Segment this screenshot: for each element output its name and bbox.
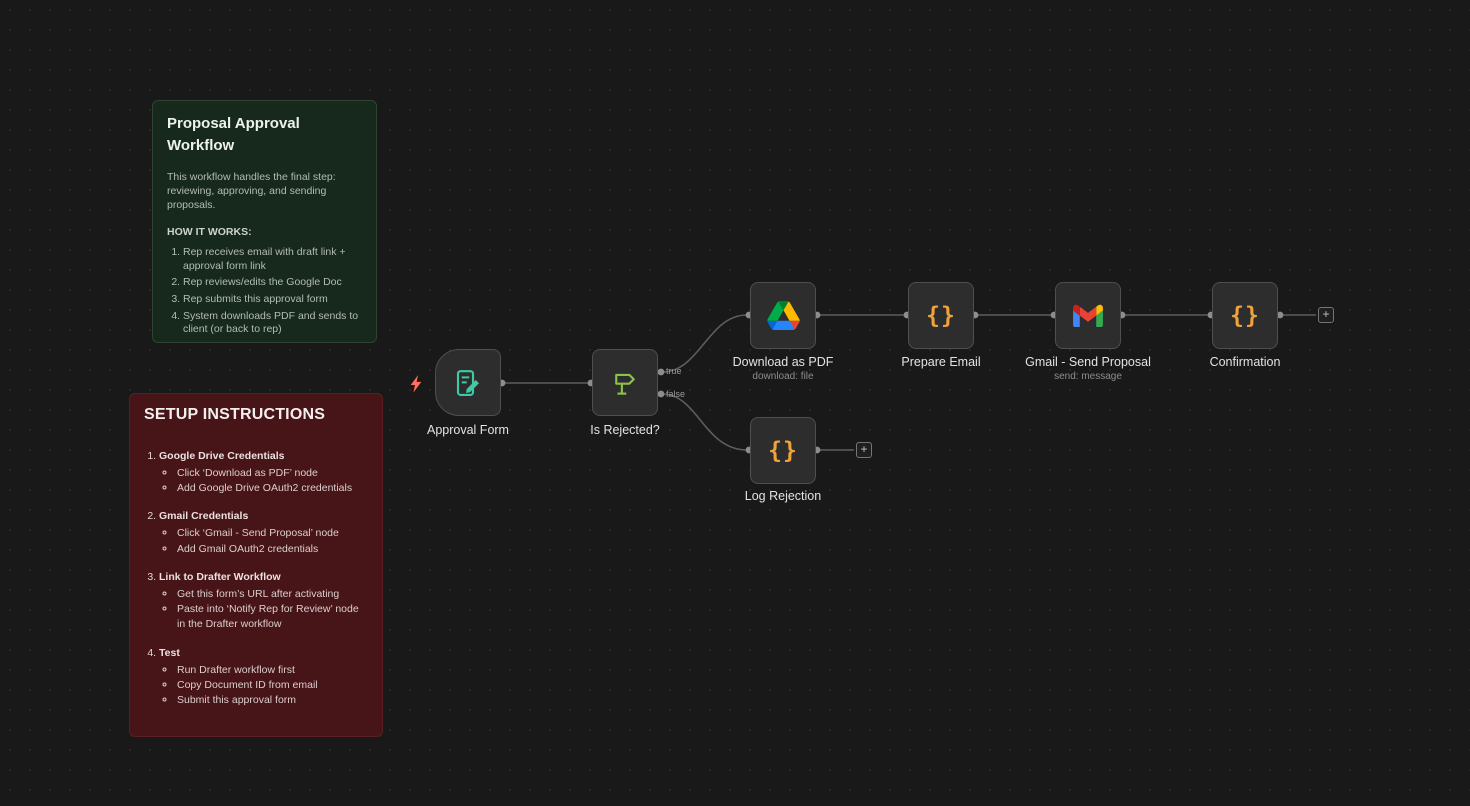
node-label-download-as-pdf: Download as PDF (732, 355, 834, 369)
code-icon: {} (768, 437, 798, 464)
gmail-icon (1073, 304, 1103, 327)
section-heading: Gmail Credentials (159, 510, 249, 523)
node-log-rejection[interactable]: {} (750, 417, 816, 484)
code-icon: {} (1230, 302, 1260, 329)
list-item: Paste into ‘Notify Rep for Review’ node … (176, 602, 368, 632)
node-subtitle: download: file (752, 371, 814, 382)
setup-list: Google Drive Credentials Click ‘Download… (144, 450, 368, 708)
node-subtitle: send: message (1054, 371, 1122, 382)
lightning-bolt-icon (410, 375, 422, 393)
node-label-log-rejection: Log Rejection (744, 489, 822, 503)
list-item: Click ‘Gmail - Send Proposal’ node (176, 526, 368, 541)
note-title: SETUP INSTRUCTIONS (144, 406, 326, 423)
if-signpost-icon (615, 373, 635, 395)
edge-label-true: true (666, 366, 682, 376)
google-drive-icon (766, 301, 800, 330)
list-item: Rep submits this approval form (183, 293, 362, 307)
how-it-works-list: Rep receives email with draft link + app… (167, 246, 362, 337)
setup-section: Link to Drafter Workflow Get this form’s… (159, 571, 368, 633)
setup-section: Google Drive Credentials Click ‘Download… (159, 450, 368, 496)
sticky-note-setup[interactable]: SETUP INSTRUCTIONS Google Drive Credenti… (129, 393, 383, 737)
list-item: Add Google Drive OAuth2 credentials (176, 481, 368, 496)
node-download-as-pdf[interactable] (750, 282, 816, 349)
section-heading: Test (159, 646, 180, 659)
code-icon: {} (926, 302, 956, 329)
form-trigger-icon (456, 369, 479, 396)
list-item: Run Drafter workflow first (176, 663, 368, 678)
edge-label-false: false (666, 389, 686, 399)
list-item: Add Gmail OAuth2 credentials (176, 542, 368, 557)
connection-line-false[interactable] (661, 393, 748, 451)
setup-section: Gmail Credentials Click ‘Gmail - Send Pr… (159, 510, 368, 556)
list-item: Rep receives email with draft link + app… (183, 246, 362, 273)
add-node-button[interactable]: + (1318, 307, 1334, 323)
list-item: Submit this approval form (176, 693, 368, 708)
list-item: Rep reviews/edits the Google Doc (183, 276, 362, 290)
list-item: System downloads PDF and sends to client… (183, 310, 362, 337)
note-section-heading: HOW IT WORKS: (167, 226, 252, 239)
node-is-rejected[interactable] (592, 349, 658, 416)
node-gmail-send-proposal[interactable] (1055, 282, 1121, 349)
section-heading: Google Drive Credentials (159, 450, 285, 462)
connection-line-true[interactable] (661, 314, 748, 373)
sticky-note-workflow[interactable]: Proposal Approval Workflow This workflow… (152, 100, 377, 343)
node-label-confirmation: Confirmation (1209, 355, 1281, 369)
node-label-prepare-email: Prepare Email (901, 355, 981, 369)
output-port-true[interactable] (657, 368, 665, 376)
node-label-is-rejected: Is Rejected? (590, 423, 660, 437)
add-node-button[interactable]: + (856, 442, 872, 458)
node-confirmation[interactable]: {} (1212, 282, 1278, 349)
node-label-approval-form: Approval Form (427, 423, 509, 437)
output-port-false[interactable] (657, 390, 665, 398)
setup-section: Test Run Drafter workflow first Copy Doc… (159, 647, 368, 709)
note-title: Proposal Approval Workflow (167, 115, 300, 154)
node-approval-form[interactable] (435, 349, 501, 416)
note-body: This workflow handles the final step: re… (167, 170, 336, 211)
list-item: Copy Document ID from email (176, 678, 368, 693)
list-item: Get this form’s URL after activating (176, 587, 368, 602)
list-item: Click ‘Download as PDF’ node (176, 466, 368, 481)
section-heading: Link to Drafter Workflow (159, 570, 281, 583)
node-label-gmail: Gmail - Send Proposal (1025, 355, 1151, 369)
node-prepare-email[interactable]: {} (908, 282, 974, 349)
